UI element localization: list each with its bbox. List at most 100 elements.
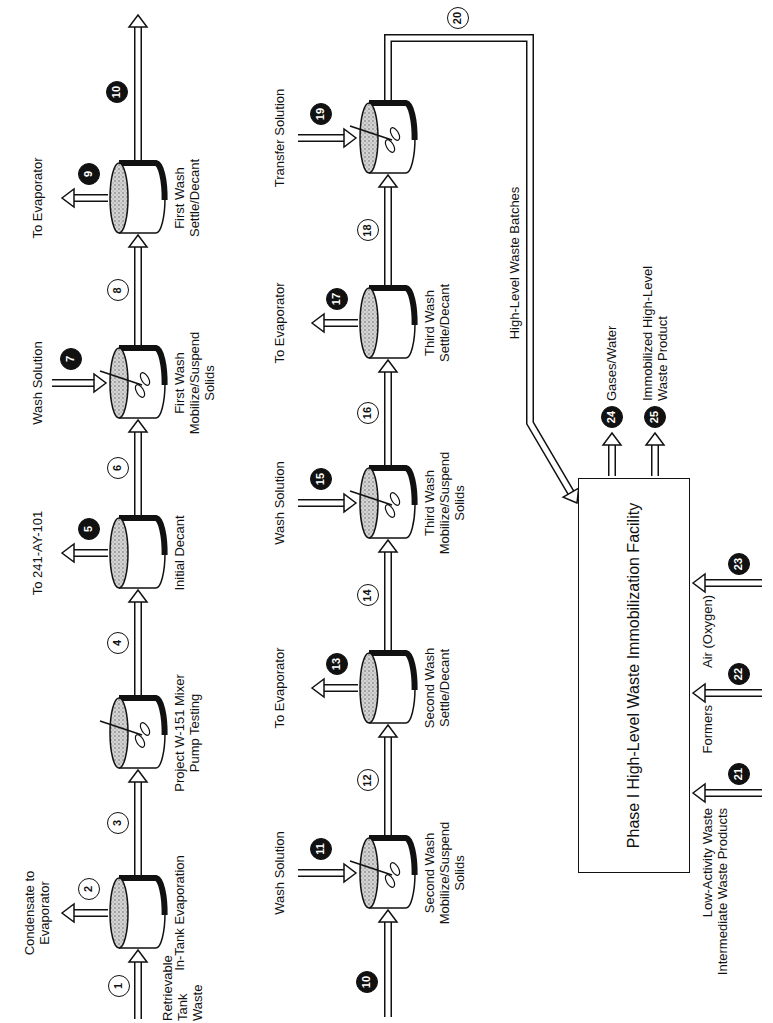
tank-node: Initial Decant [110,493,187,613]
tank-label: First Wash Mobilize/Suspend Solids [172,323,217,443]
flow-arrow [129,235,147,346]
stream-label: Immobilized High-Level Waste Product [640,231,670,401]
tank-top [360,838,378,908]
arrow-head [379,360,397,372]
arrow-head [129,235,147,247]
arrow-head [94,374,106,392]
arrow-head [129,590,147,602]
mixer-shaft [100,721,142,735]
mixer-blade [383,503,396,519]
tank-top [360,103,378,173]
callout-number: 5 [78,518,100,540]
arrow-fill [73,551,108,556]
arrow-head [379,725,397,737]
tank-node [360,78,418,198]
callout-number: 25 [644,406,666,428]
arrow-fill [298,136,345,141]
tank-symbol [360,263,418,383]
callout-number: 14 [357,585,379,607]
tank-node: In-Tank Evaporation [110,853,187,973]
arrow-outline [73,549,108,557]
arrow-head [344,864,356,882]
tank-top [110,698,128,768]
arrow-fill [386,921,391,1017]
arrow-outline [134,246,142,346]
arrow-head [129,15,147,27]
mixer-blade [383,138,396,154]
tank-label: Initial Decant [172,493,187,613]
tank-node: Third Wash Settle/Decant [360,263,452,383]
arrow-outline [73,194,108,202]
stream-label: Wash Solution [272,808,287,938]
callout-number: 17 [326,288,348,310]
callout-number: 1 [108,975,130,997]
stream-label: Wash Solution [30,318,45,448]
facility-box: Phase I High-Level Waste Immobilization … [578,478,690,873]
callout-number: 3 [107,812,129,834]
tank-symbol [110,493,168,613]
arrow-outline [704,789,762,797]
mixer-blade [133,383,146,399]
mixer-shaft [100,371,142,385]
flow-arrow [388,38,579,503]
arrow-outline [52,379,95,387]
arrow-outline [704,579,762,587]
arrow-fill [704,691,762,696]
arrow-outline [384,736,392,836]
tank-symbol [110,138,168,258]
arrow-outline [134,601,142,696]
arrow-outline [704,689,762,697]
stream-label: Condensate to Evaporator [22,848,52,978]
arrow-fill [386,371,391,466]
mixer-blade [388,861,401,877]
arrow-head [344,129,356,147]
tank-node: Second Wash Mobilize/Suspend Solids [360,813,467,933]
callout-number: 2 [78,878,100,900]
tank-symbol [360,443,418,563]
tank-top [110,878,128,948]
arrow-outline [384,921,392,1017]
tank-symbol [110,673,168,793]
mixer-blade [133,733,146,749]
stream-label: Formers [700,705,715,773]
callout-number: 21 [728,763,750,785]
callout-number: 8 [107,280,129,302]
arrow-fill [386,186,391,286]
stream-label: Air (Oxygen) [700,595,715,683]
arrow-fill [136,431,141,516]
mixer-blade [383,873,396,889]
arrow-head [693,574,705,592]
arrow-head [379,910,397,922]
tank-top [110,348,128,418]
tank-label: Third Wash Mobilize/Suspend Solids [422,443,467,563]
stream-label: To Evaporator [30,133,45,263]
callout-number: 24 [601,406,623,428]
arrow-head [563,488,579,503]
callout-number: 10 [106,81,128,103]
tank-node: Second Wash Settle/Decant [360,628,452,748]
arrow-fill [323,321,358,326]
callout-number: 4 [107,632,129,654]
tank-label: Third Wash Settle/Decant [422,263,452,383]
flow-arrow [379,540,397,651]
arrow-head [62,189,74,207]
mixer-shaft [350,491,392,505]
arrow-outline [134,781,142,876]
arrow-outline [323,684,358,692]
stream-label: To 241-AY-101 [30,488,45,618]
stream-label: Gases/Water [604,251,619,401]
arrow-head [379,540,397,552]
stream-label: To Evaporator [272,258,287,388]
arrow-fill [136,26,141,161]
mixer-blade [138,371,151,387]
tank-top [360,468,378,538]
arrow-fill [704,791,762,796]
tank-symbol [110,323,168,443]
stream-label: Transfer Solution [272,73,287,203]
arrow-outline [298,499,345,507]
arrow-fill [704,581,762,586]
arrow-fill [653,444,658,476]
arrow-fill [386,551,391,651]
arrow-fill [610,444,615,476]
